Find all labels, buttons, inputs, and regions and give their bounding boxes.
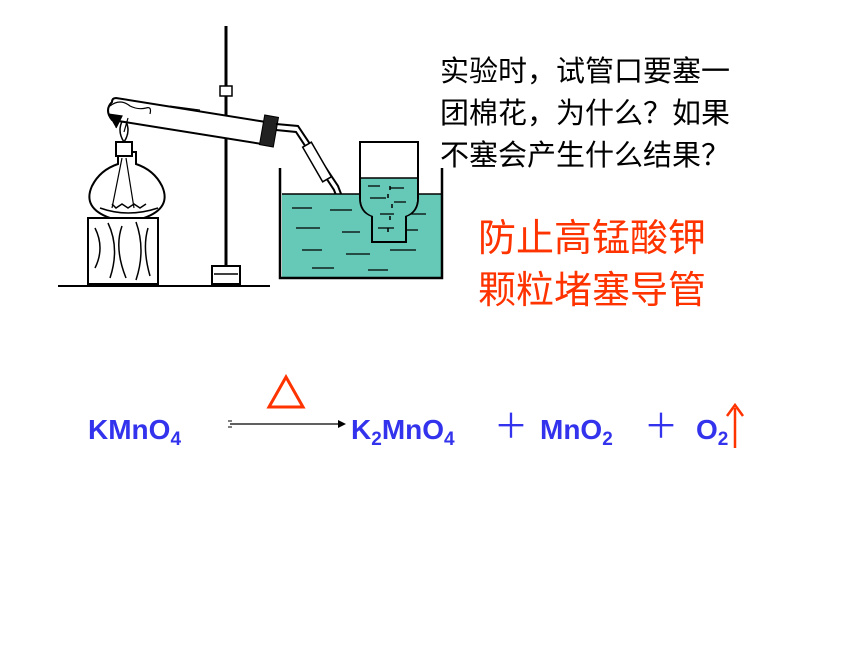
reactant-formula: KMnO4	[88, 414, 181, 451]
product1-mid: MnO	[381, 414, 445, 445]
wooden-block	[87, 217, 159, 285]
test-tube	[107, 96, 280, 148]
product1-subscript-1: 2	[371, 429, 382, 450]
heat-triangle-icon	[266, 374, 306, 409]
product1-subscript-2: 4	[444, 429, 455, 450]
product2-subscript: 2	[602, 429, 613, 450]
plus-sign: ＋	[494, 407, 528, 447]
lab-apparatus-illustration	[58, 26, 444, 287]
product3-formula: O2	[696, 414, 728, 451]
alcohol-lamp	[88, 116, 166, 219]
product1-pre: K	[351, 414, 372, 445]
plus-sign: ＋	[644, 407, 678, 447]
reactant-base: KMnO	[88, 414, 171, 445]
answer-text: 防止高锰酸钾 颗粒堵塞导管	[478, 212, 778, 316]
collection-bottle	[359, 141, 419, 243]
product1-formula: K2MnO4	[351, 414, 455, 451]
question-line: 不塞会产生什么结果？	[440, 138, 731, 172]
product2-formula: MnO2	[540, 414, 613, 451]
product2-base: MnO	[540, 414, 603, 445]
iron-stand	[211, 26, 241, 285]
reaction-arrow-icon	[228, 420, 346, 428]
question-line: 实验时，试管口要塞一	[440, 54, 731, 88]
reactant-subscript: 4	[170, 429, 182, 450]
product3-base: O	[696, 414, 718, 445]
answer-line: 防止高锰酸钾	[478, 216, 707, 260]
question-text: 实验时，试管口要塞一 团棉花，为什么？如果 不塞会产生什么结果？	[440, 50, 800, 176]
question-line: 团棉花，为什么？如果	[440, 96, 731, 130]
gas-up-arrow-icon	[725, 402, 745, 448]
answer-line: 颗粒堵塞导管	[478, 268, 707, 312]
product3-subscript: 2	[717, 429, 729, 450]
